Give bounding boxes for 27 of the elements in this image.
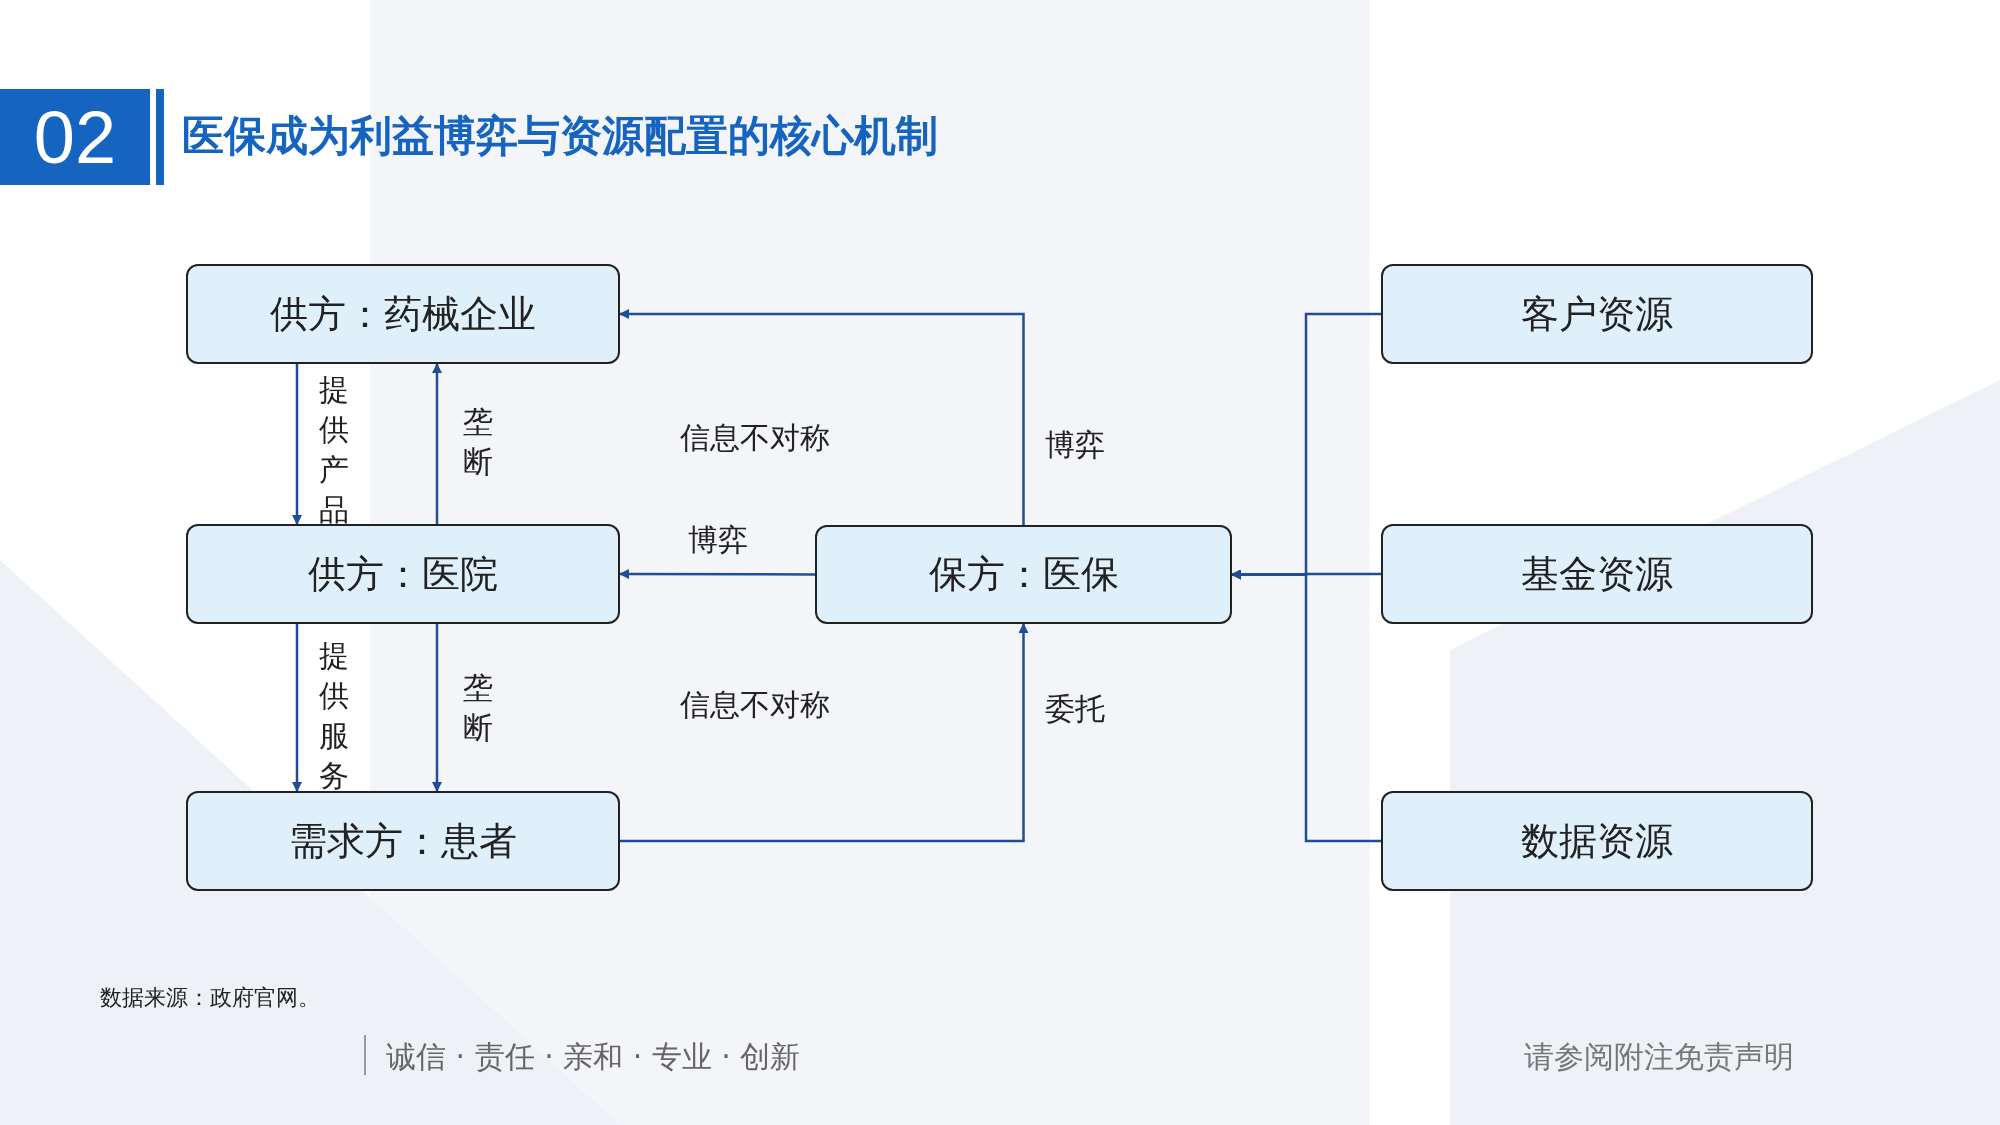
process-box: 需求方：患者 — [186, 791, 620, 891]
edge-label: 垄断 — [462, 403, 494, 481]
process-box: 数据资源 — [1381, 791, 1813, 891]
process-box: 供方：医院 — [186, 524, 620, 624]
section-number: 02 — [0, 89, 150, 185]
process-box: 基金资源 — [1381, 524, 1813, 624]
arrow — [620, 623, 1029, 843]
info-note: 信息不对称 — [680, 419, 830, 457]
arrow — [292, 364, 302, 525]
edge-label: 博弈 — [1045, 428, 1105, 461]
info-note: 信息不对称 — [680, 686, 830, 724]
arrow — [432, 363, 442, 524]
process-box: 供方：药械企业 — [186, 264, 620, 364]
source-note: 数据来源：政府官网。 — [100, 984, 320, 1012]
edge-label: 博弈 — [688, 523, 748, 556]
disclaimer-note: 请参阅附注免责声明 — [1524, 1038, 1794, 1076]
edge-label: 垄断 — [462, 669, 494, 747]
title: 医保成为利益博弈与资源配置的核心机制 — [182, 110, 938, 162]
arrow — [619, 569, 815, 579]
process-box: 客户资源 — [1381, 264, 1813, 364]
process-box: 保方：医保 — [815, 525, 1232, 624]
slogan: 诚信 · 责任 · 亲和 · 专业 · 创新 — [386, 1038, 801, 1076]
arrow — [292, 624, 302, 792]
edge-label: 委托 — [1045, 692, 1105, 725]
arrow — [432, 624, 442, 792]
arrow — [619, 309, 1025, 525]
arrow — [1231, 569, 1381, 843]
